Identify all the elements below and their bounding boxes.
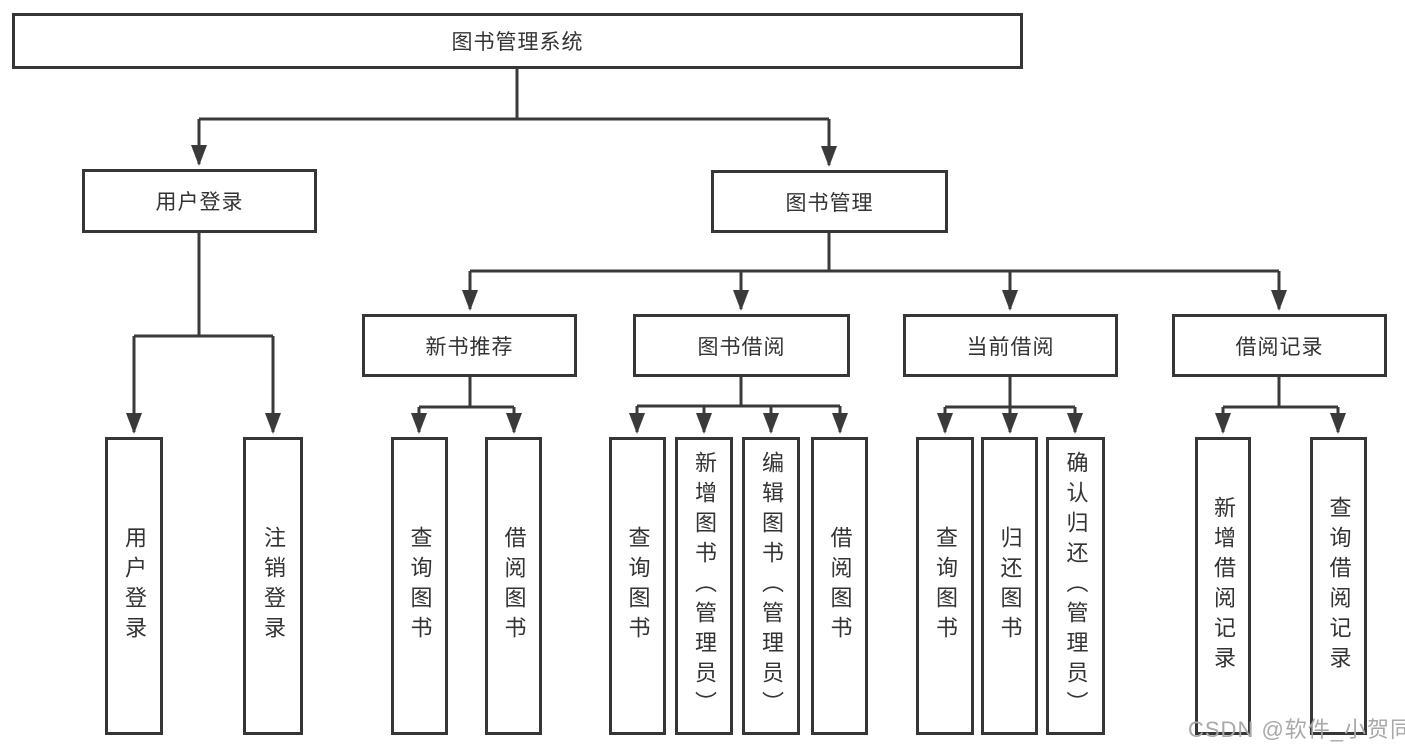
leaf-borrow-books-2: 借阅图书 — [811, 437, 868, 735]
leaf-user-login: 用户登录 — [105, 437, 163, 735]
node-new-book-recommend: 新书推荐 — [362, 314, 577, 377]
node-current-borrowing: 当前借阅 — [903, 314, 1118, 377]
connector-borrowing-records-trunk — [1223, 377, 1338, 409]
leaf-query-books-1-label: 查询图书 — [407, 526, 433, 646]
connector-book-management-trunk — [470, 233, 1279, 273]
node-user-login: 用户登录 — [82, 169, 317, 233]
leaf-query-books-2-label: 查询图书 — [625, 526, 651, 646]
leaf-query-books-2: 查询图书 — [609, 437, 666, 735]
leaf-add-books-admin: 新增图书（管理员） — [675, 437, 733, 735]
leaf-query-books-3: 查询图书 — [916, 437, 974, 735]
leaf-query-borrow-record-label: 查询借阅记录 — [1326, 496, 1352, 676]
connector-user-login-trunk — [134, 233, 273, 338]
leaf-logout: 注销登录 — [243, 437, 303, 735]
leaf-borrow-books-1-label: 借阅图书 — [501, 526, 527, 646]
watermark-text: CSDN @软件_小贺同学 — [1188, 717, 1405, 742]
leaf-add-books-admin-label: 新增图书（管理员） — [692, 451, 717, 721]
connector-root-trunk — [199, 69, 829, 121]
node-root: 图书管理系统 — [12, 13, 1023, 69]
leaf-logout-label: 注销登录 — [261, 526, 286, 646]
leaf-return-books-label: 归还图书 — [997, 526, 1023, 646]
leaf-query-books-3-label: 查询图书 — [933, 526, 958, 646]
leaf-edit-books-admin-label: 编辑图书（管理员） — [759, 451, 784, 721]
leaf-borrow-books-2-label: 借阅图书 — [827, 526, 853, 646]
leaf-borrow-books-1: 借阅图书 — [485, 437, 542, 735]
leaf-add-borrow-record: 新增借阅记录 — [1195, 437, 1251, 735]
node-book-borrowing: 图书借阅 — [633, 314, 850, 377]
leaf-return-books: 归还图书 — [981, 437, 1038, 735]
leaf-confirm-return-admin: 确认归还（管理员） — [1046, 437, 1105, 735]
leaf-add-borrow-record-label: 新增借阅记录 — [1211, 496, 1236, 676]
connector-book-borrowing-trunk — [637, 377, 840, 408]
connector-current-borrowing-trunk — [945, 377, 1075, 409]
node-book-management: 图书管理 — [711, 170, 948, 233]
leaf-confirm-return-admin-label: 确认归还（管理员） — [1063, 451, 1089, 721]
leaf-edit-books-admin: 编辑图书（管理员） — [742, 437, 800, 735]
connector-new-book-trunk — [419, 377, 514, 409]
leaf-query-books-1: 查询图书 — [391, 437, 448, 735]
leaf-user-login-label: 用户登录 — [122, 526, 147, 646]
node-borrowing-records: 借阅记录 — [1172, 314, 1387, 377]
leaf-query-borrow-record: 查询借阅记录 — [1310, 437, 1367, 735]
